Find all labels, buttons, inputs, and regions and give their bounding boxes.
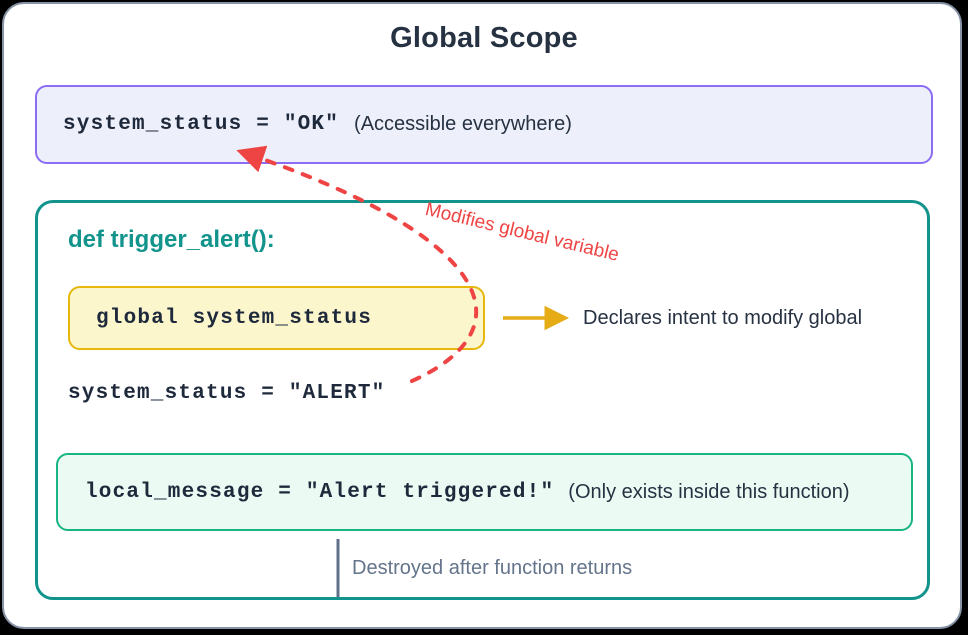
function-def-line: def trigger_alert(): <box>68 226 275 253</box>
local-variable-note: (Only exists inside this function) <box>568 480 850 503</box>
page-title: Global Scope <box>390 22 578 54</box>
function-scope-box <box>35 200 930 600</box>
assign-alert-code: system_status = "ALERT" <box>68 382 386 405</box>
destroyed-note: Destroyed after function returns <box>352 557 633 579</box>
local-variable-code: local_message = "Alert triggered!" <box>85 480 555 504</box>
global-variable-note: (Accessible everywhere) <box>354 113 572 135</box>
local-variable-box: local_message = "Alert triggered!" (Only… <box>56 453 913 531</box>
declare-intent-note: Declares intent to modify global <box>583 307 863 329</box>
global-declaration-code: global system_status <box>96 306 373 330</box>
global-variable-box: system_status = "OK" (Accessible everywh… <box>35 85 933 164</box>
global-declaration-box: global system_status <box>68 286 485 350</box>
global-variable-code: system_status = "OK" <box>63 113 340 136</box>
